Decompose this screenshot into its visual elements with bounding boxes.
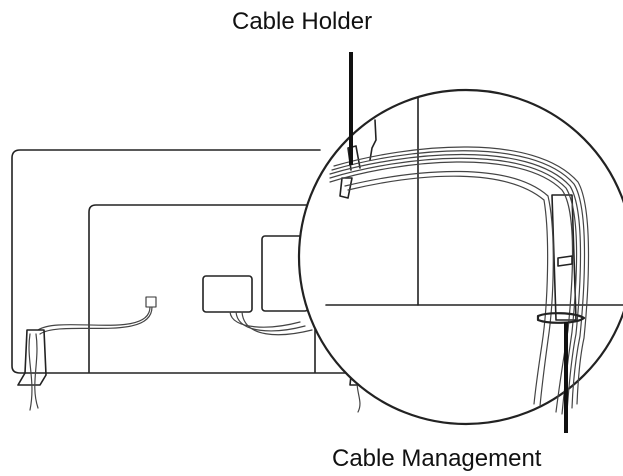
tv-stand-left xyxy=(17,329,47,411)
cable-management-label: Cable Management xyxy=(332,445,542,472)
tv-ports xyxy=(145,235,309,313)
magnified-detail xyxy=(297,88,623,426)
tv-rear-cables xyxy=(37,306,313,336)
cable-holder-label: Cable Holder xyxy=(232,8,372,35)
